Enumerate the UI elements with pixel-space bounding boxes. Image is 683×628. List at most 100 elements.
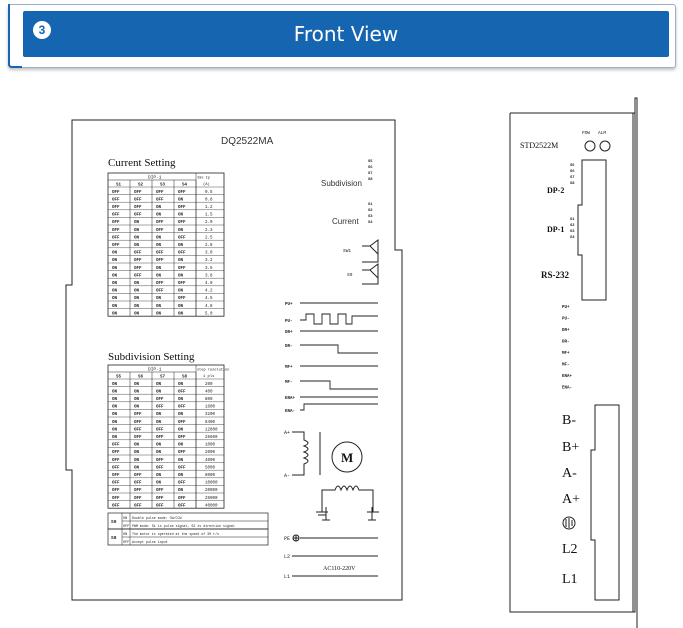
step-number-badge: 3 <box>33 21 51 39</box>
current-table-cell: 3.8 <box>205 274 213 278</box>
s9-label: S9 <box>347 272 353 278</box>
current-table-cell: ON <box>178 305 184 309</box>
current-table-cell: OFF <box>134 198 142 202</box>
b-minus-label: B- <box>562 413 576 428</box>
subdivision-table-cell: OFF <box>112 444 120 448</box>
ground-icon <box>292 534 378 542</box>
right-signal-label: ENA- <box>562 387 572 391</box>
subdivision-table-cell: 8000 <box>205 474 216 478</box>
subdivision-table-cell: OFF <box>112 451 120 455</box>
current-table-cell: OFF <box>156 282 164 286</box>
current-table-cell: ON <box>156 267 162 271</box>
current-table-cell: ON <box>112 259 118 263</box>
banner-fold-decoration <box>8 4 22 68</box>
subdivision-table-cell: OFF <box>178 451 186 455</box>
subdivision-table-col-S8: S8 <box>182 376 188 380</box>
a-minus-label: A- <box>562 466 577 481</box>
current-table-cell: ON <box>134 312 140 316</box>
current-table-cell: ON <box>156 274 162 278</box>
current-table-cell: OFF <box>156 259 164 263</box>
current-table-cell: OFF <box>112 191 120 195</box>
current-table-cell: ON <box>112 297 118 301</box>
l2-label: L2 <box>284 554 290 560</box>
rs232-label: RS-232 <box>541 270 570 280</box>
notes-description: Double pulse mode: CW/CCW <box>132 516 181 520</box>
current-table-cell: 4.2 <box>205 290 213 294</box>
current-table-cell: ON <box>134 221 140 225</box>
current-table-cell: OFF <box>134 259 142 263</box>
notes-switch-label: S9 <box>111 519 117 525</box>
current-table-cell: ON <box>156 206 162 210</box>
right-signal-label: DR- <box>562 341 570 345</box>
current-table-cell: ON <box>134 305 140 309</box>
current-table-col-S1: S1 <box>116 184 122 188</box>
dp1-label: DP-1 <box>547 225 564 234</box>
subdivision-table-unit-bottom: 1 pls <box>203 374 214 379</box>
sw1-label: SW1 <box>343 248 351 254</box>
current-table-cell: ON <box>134 236 140 240</box>
subdivision-table-cell: OFF <box>156 459 164 463</box>
dp1-pin: S2 <box>570 224 575 228</box>
current-dip-pin: S2 <box>368 209 373 213</box>
subdivision-table-cell: OFF <box>156 428 164 432</box>
subdivision-table-cell: OFF <box>112 459 120 463</box>
subdivision-table-border <box>107 364 225 509</box>
current-table-cell: ON <box>178 259 184 263</box>
control-signal-diagram: PU+PU-DR+DR-MF+MF-ENA+ENA- <box>285 302 378 414</box>
motor-winding-b <box>316 485 379 521</box>
subdivision-table-cell: OFF <box>134 428 142 432</box>
right-signal-label: DR+ <box>562 329 570 333</box>
current-table-cell: OFF <box>178 282 186 286</box>
subdivision-table-cell: OFF <box>156 504 164 508</box>
subdivision-table-cell: ON <box>178 474 184 478</box>
signal-label: DR+ <box>285 331 293 335</box>
subdivision-table-cell: OFF <box>156 497 164 501</box>
subdivision-table-cell: 40000 <box>205 504 218 508</box>
current-table-col-S4: S4 <box>182 184 188 188</box>
current-label: Current <box>332 217 359 226</box>
notes-description: The motor is operated at the speed of 30… <box>132 532 219 536</box>
current-table-cell: ON <box>112 267 118 271</box>
subdivision-table-cell: OFF <box>112 497 120 501</box>
right-signal-label: MF- <box>562 364 570 368</box>
current-table-cell: OFF <box>134 214 142 218</box>
subdivision-table-cell: ON <box>156 383 162 387</box>
current-table-cell: ON <box>112 282 118 286</box>
notes-state: OFF <box>123 525 129 529</box>
current-table-cell: OFF <box>156 229 164 233</box>
current-table-cell: 0.5 <box>205 191 213 195</box>
l1-label: L1 <box>284 574 290 580</box>
subdivision-table-cell: ON <box>112 436 118 440</box>
current-table-cell: OFF <box>178 191 186 195</box>
subdivision-table-cell: OFF <box>134 504 142 508</box>
current-table-cell: ON <box>156 312 162 316</box>
pow-led <box>584 140 596 152</box>
current-table-cell: OFF <box>134 267 142 271</box>
subdivision-table-col-S5: S5 <box>116 376 122 380</box>
current-table-cell: OFF <box>178 252 186 256</box>
power-voltage-label: AC110-220V <box>323 566 356 572</box>
subdivision-table-cell: 2000 <box>205 451 216 455</box>
signal-label: PU+ <box>285 303 293 307</box>
sw1-symbol <box>362 239 379 263</box>
subdivision-table-cell: ON <box>134 451 140 455</box>
right-signal-label: ENA+ <box>562 375 573 379</box>
signal-label: MF- <box>285 381 293 385</box>
subdivision-table-cell: ON <box>178 383 184 387</box>
current-table-cell: ON <box>134 290 140 294</box>
subdivision-table-cell: OFF <box>112 466 120 470</box>
subdivision-table-cell: ON <box>178 428 184 432</box>
current-table-cell: OFF <box>156 198 164 202</box>
right-signal-label: PU- <box>562 318 570 322</box>
current-table-cell: ON <box>178 198 184 202</box>
subdivision-table-col-S7: S7 <box>160 376 166 380</box>
banner-bar: 3 Front View <box>23 11 669 57</box>
subdivision-table-unit-top: step resolution <box>197 368 229 373</box>
subdivision-table-cell: OFF <box>112 482 120 486</box>
signal-label: PU- <box>285 320 293 324</box>
